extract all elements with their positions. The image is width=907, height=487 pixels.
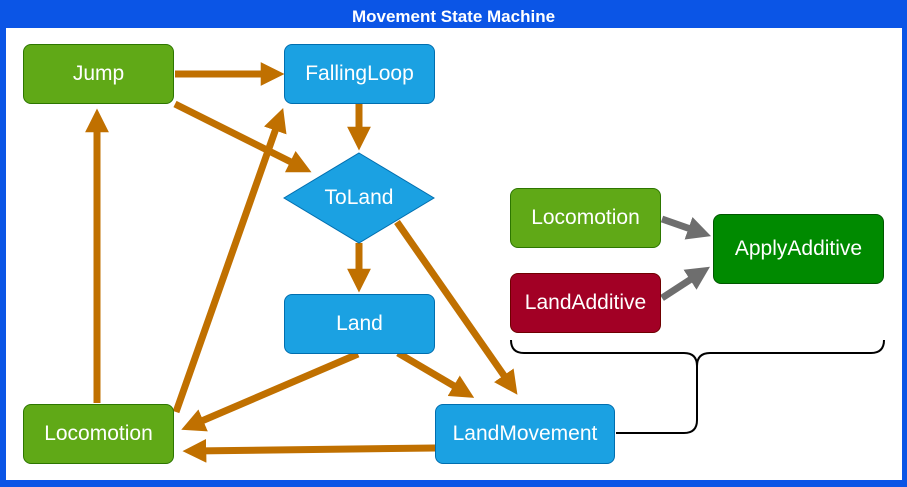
diagram-title: Movement State Machine [351,7,556,26]
land-additive-node: LandAdditive [510,273,661,333]
edge-jump-to-toland [173,100,312,173]
edge-locomotion-to-fallingloop [172,108,287,414]
land-movement-state: LandMovement [435,404,615,464]
locomotion-state: Locomotion [23,404,174,464]
brace-connector [616,366,698,434]
apply-additive-node: ApplyAdditive [713,214,884,284]
edge-landadditive-to-apply [660,266,710,301]
land-state: Land [284,294,435,354]
edge-toland-to-landmovement [394,219,518,395]
edge-land-to-landmovement [396,349,475,398]
jump-state: Jump [23,44,174,104]
edge-land-to-locomotion [181,350,360,432]
locomotion-additive-node: Locomotion [510,188,661,248]
additive-group-brace [510,339,885,367]
edge-locomotion-additive-to-apply [660,215,711,240]
falling-loop-state: FallingLoop [284,44,435,104]
edge-landmovement-to-locomotion [182,438,436,463]
toland-decision-label: ToLand [324,186,394,209]
toland-diamond-shape [283,152,435,244]
